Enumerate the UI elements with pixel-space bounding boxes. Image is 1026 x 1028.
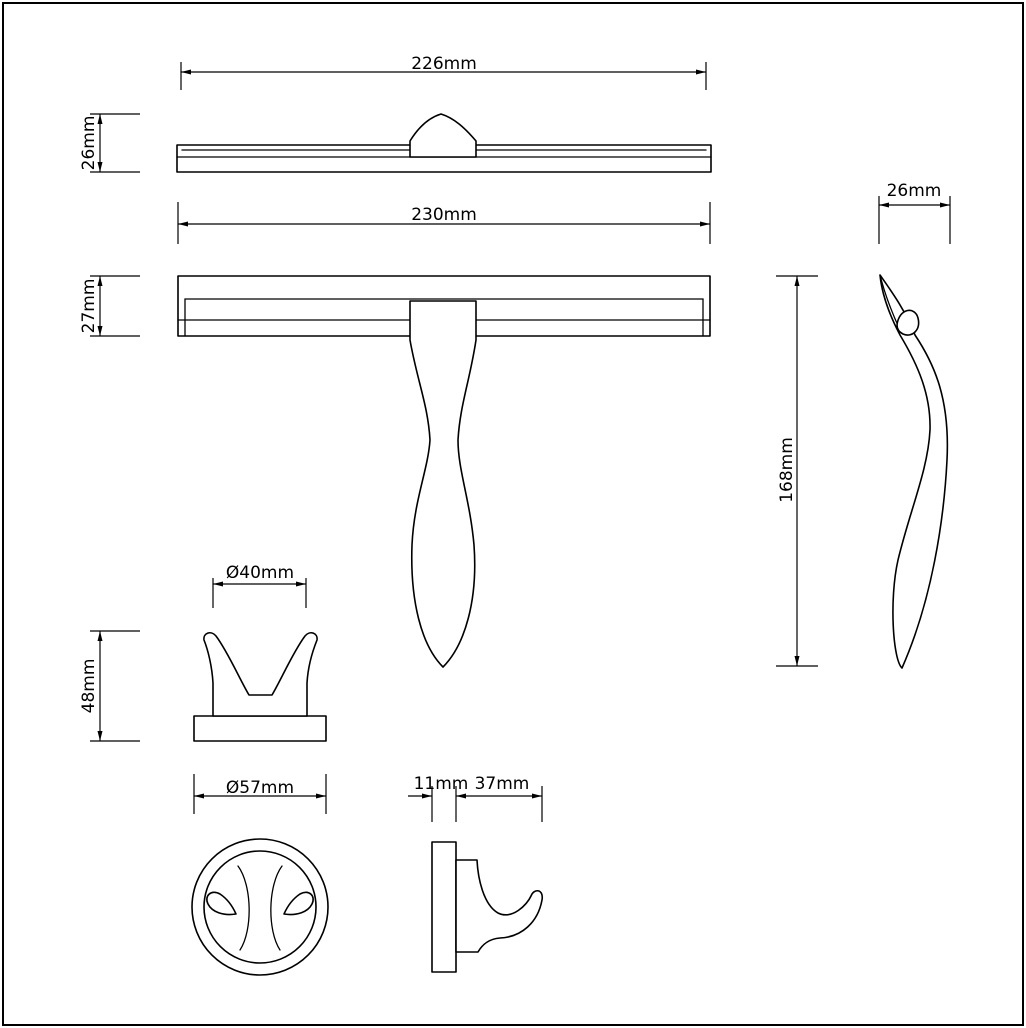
- dimension-230mm: 230mm: [177, 202, 711, 244]
- dimension-168mm: 168mm: [776, 275, 818, 667]
- dimension-57mm: Ø57mm: [193, 774, 327, 814]
- dim-label-230mm: 230mm: [411, 205, 477, 225]
- holder-elevation-view: [193, 631, 327, 742]
- squeegee-front-view: [177, 275, 711, 668]
- dimension-27mm: 27mm: [79, 275, 140, 337]
- dimension-226mm: 226mm: [180, 54, 707, 90]
- dimension-40mm: Ø40mm: [212, 563, 307, 608]
- dim-label-26mm-height: 26mm: [79, 116, 99, 171]
- dimension-26mm-height: 26mm: [79, 113, 140, 173]
- dim-label-26mm-side: 26mm: [887, 181, 942, 201]
- dim-label-11mm: 11mm: [414, 774, 469, 794]
- dim-label-57mm: Ø57mm: [226, 778, 294, 798]
- squeegee-side-view: [879, 274, 949, 669]
- dim-label-27mm: 27mm: [79, 279, 99, 334]
- dim-label-37mm: 37mm: [475, 774, 530, 794]
- dimension-48mm: 48mm: [79, 630, 140, 742]
- dimension-26mm-side: 26mm: [878, 181, 951, 244]
- hook-side-view: [431, 841, 544, 973]
- dim-label-48mm: 48mm: [79, 659, 99, 714]
- holder-plan-view: [191, 838, 329, 976]
- dim-label-168mm: 168mm: [777, 437, 797, 503]
- dim-label-40mm: Ø40mm: [226, 563, 294, 583]
- squeegee-top-view: [176, 113, 712, 173]
- dim-label-226mm: 226mm: [411, 54, 477, 74]
- dimension-11mm-37mm: 11mm 37mm: [408, 774, 543, 822]
